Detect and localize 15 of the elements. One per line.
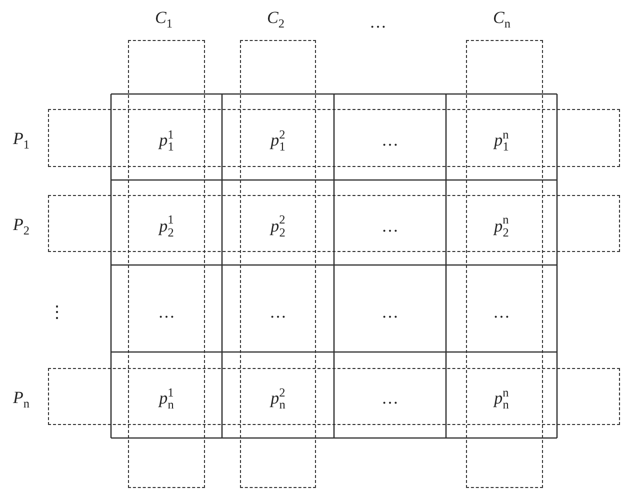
table-cell-text: … [382, 303, 398, 320]
column-label: C$_{2}$ [267, 9, 284, 26]
table-cell-text: … [382, 217, 398, 234]
table-cell-text: … [382, 390, 398, 406]
header-ellipsis: … [370, 14, 386, 30]
table-cell-text: … [382, 132, 398, 148]
row-label: P$_{n}$ [13, 389, 30, 406]
column-label: C$_{1}$ [155, 9, 172, 26]
column-label: C$_{n}$ [493, 9, 510, 26]
table-cell-text: … [270, 303, 286, 320]
table-cell-text: … [158, 303, 175, 320]
row-label: P$_{2}$ [13, 216, 30, 233]
vertical-ellipsis: ⋮ [48, 303, 66, 320]
row-label: P$_{1}$ [13, 130, 30, 147]
table-cell-text: … [493, 303, 510, 320]
